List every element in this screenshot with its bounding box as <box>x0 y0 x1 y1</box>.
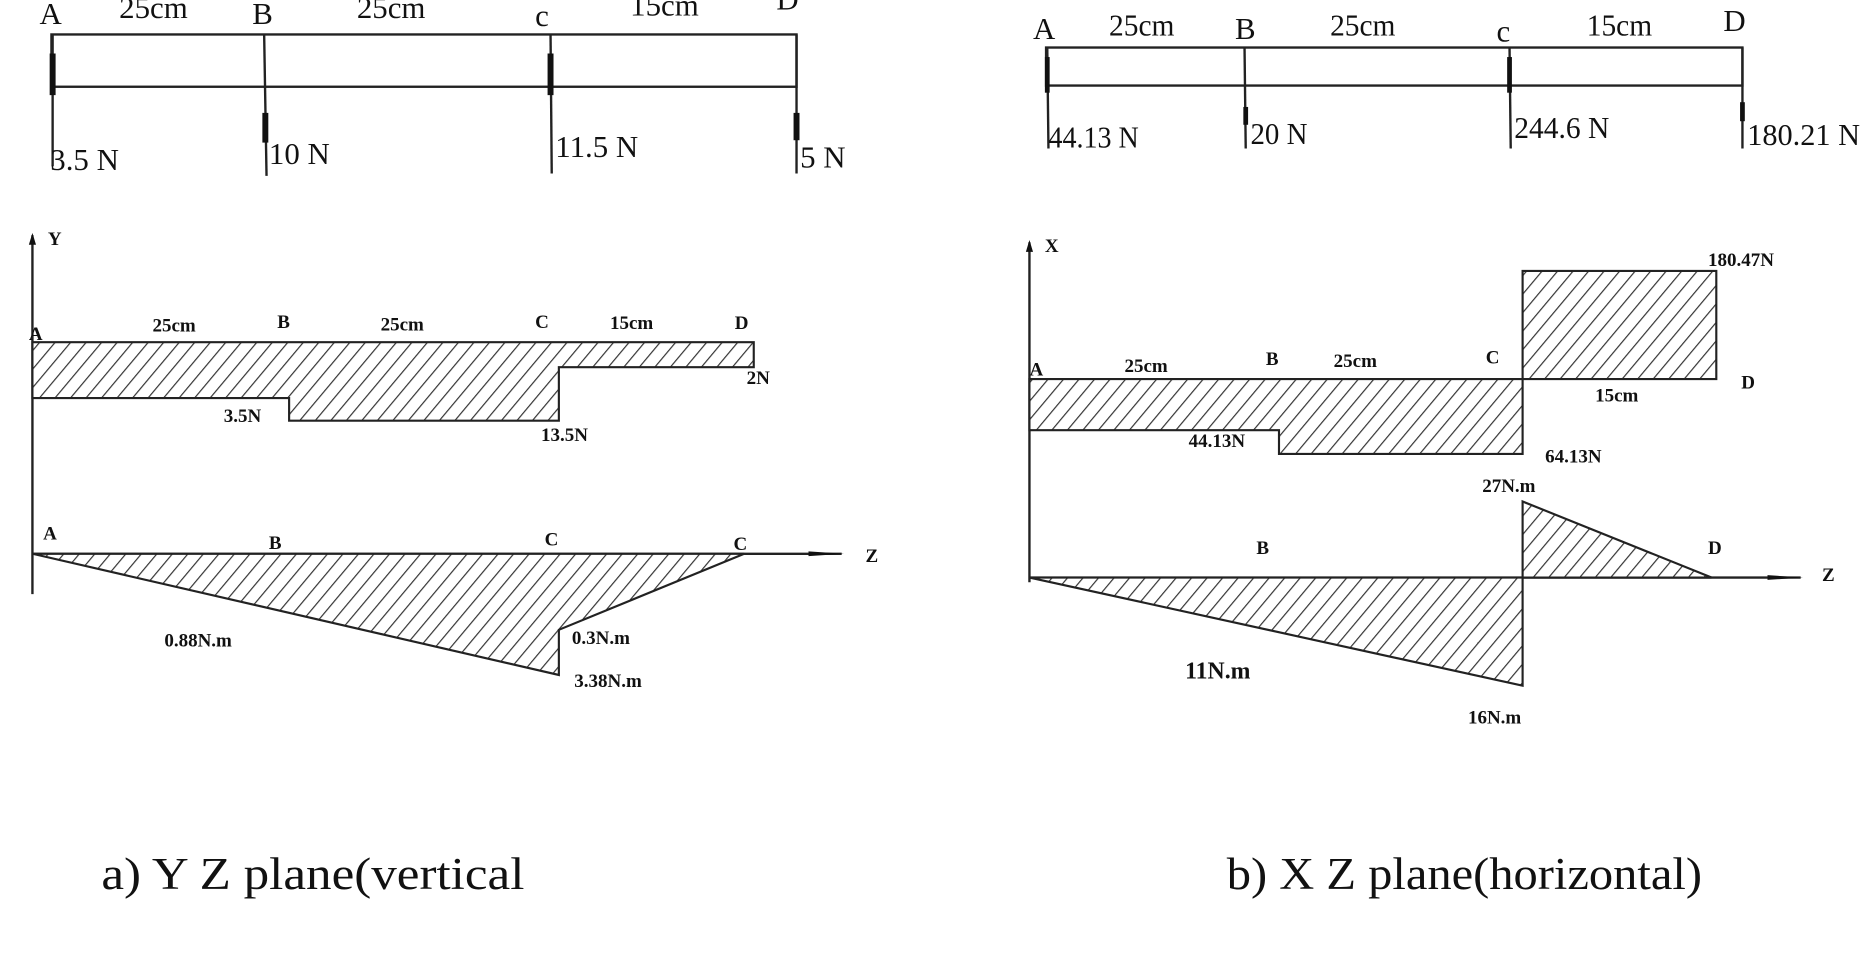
value-label: 64.13N <box>1545 446 1602 467</box>
beam-body <box>1044 46 1744 87</box>
point-label: C <box>1486 348 1500 369</box>
point-label: c <box>1496 14 1510 49</box>
value-label: 44.13N <box>1189 431 1246 452</box>
caption-b: b) X Z plane(horizontal) <box>1227 849 1702 899</box>
point-label: D <box>1708 538 1722 559</box>
force-label: 5 N <box>800 140 845 175</box>
caption-a: a) Y Z plane(vertical <box>101 849 524 899</box>
point-label: B <box>252 0 273 31</box>
moment-area-negative <box>1029 576 1524 687</box>
value-label: 3.5N <box>224 406 262 427</box>
left-shear-diagram: Y A B C D 25cm 25cm 15cm 3.5N 13.5N 2N <box>29 229 771 595</box>
moment-area-positive <box>1521 499 1712 579</box>
point-label: D <box>1723 3 1745 38</box>
point-label: c <box>535 0 549 33</box>
point-label: B <box>277 312 290 333</box>
left-moment-diagram: Z A B C C 0.88N.m 0.3N.m 3.38N.m <box>32 524 878 692</box>
value-label: 16N.m <box>1468 708 1521 729</box>
point-label: A <box>1033 11 1056 46</box>
span-label: 25cm <box>1125 356 1168 377</box>
force-label: 20 N <box>1250 116 1307 151</box>
point-label: D <box>776 0 798 17</box>
span-label: 25cm <box>152 316 195 337</box>
axis-label: Z <box>865 546 878 567</box>
span-label: 25cm <box>357 0 426 25</box>
force-label: 11.5 N <box>555 129 638 164</box>
force-label: 244.6 N <box>1514 110 1609 145</box>
left-beam: A B c D 25cm 25cm 15cm 3.5 N 10 N 11.5 N… <box>40 0 846 177</box>
force-label: 3.5 N <box>50 142 119 177</box>
force-label: 180.21 N <box>1747 117 1860 152</box>
span-label: 15cm <box>630 0 699 22</box>
axis-label: Y <box>48 229 62 250</box>
point-label: A <box>29 324 43 345</box>
span-label: 25cm <box>1330 8 1395 43</box>
value-label: 0.3N.m <box>572 628 630 649</box>
span-label: 15cm <box>1587 8 1652 43</box>
point-label: B <box>269 533 282 554</box>
value-label: 0.88N.m <box>164 630 232 651</box>
point-label: B <box>1266 349 1279 370</box>
value-label: 2N <box>747 368 771 389</box>
point-label: C <box>535 312 549 333</box>
point-label: C <box>545 529 559 550</box>
shear-area-positive <box>1521 269 1718 381</box>
point-label: A <box>1029 360 1043 381</box>
value-label: 13.5N <box>541 425 588 446</box>
point-label: D <box>1741 373 1755 394</box>
force-label: 10 N <box>269 136 330 171</box>
force-arrow <box>1243 47 1247 149</box>
span-label: 25cm <box>381 314 424 335</box>
span-label: 25cm <box>119 0 188 25</box>
point-label: C <box>734 534 748 555</box>
value-label: 27N.m <box>1482 476 1535 497</box>
right-moment-diagram: Z B D 27N.m 11N.m 16N.m <box>1029 476 1835 729</box>
right-shear-diagram: X A B C D 25cm 25cm 15cm 180.47N 44.13N … <box>1025 236 1774 583</box>
moment-area <box>32 552 745 677</box>
point-label: A <box>40 0 63 31</box>
axis-label: Z <box>1822 565 1835 586</box>
shear-area <box>31 341 755 422</box>
axis-label: X <box>1045 236 1059 257</box>
span-label: 15cm <box>1595 386 1638 407</box>
point-label: B <box>1256 538 1269 559</box>
span-label: 25cm <box>1109 8 1174 43</box>
point-label: D <box>735 313 749 334</box>
value-label: 180.47N <box>1708 250 1774 271</box>
right-beam: A B c D 25cm 25cm 15cm 44.13 N 20 N 244.… <box>1033 3 1860 154</box>
span-label: 15cm <box>610 313 653 334</box>
force-label: 44.13 N <box>1048 119 1138 154</box>
value-label: 3.38N.m <box>574 671 642 692</box>
shear-area-negative <box>1028 378 1524 456</box>
point-label: A <box>43 524 57 545</box>
beam-body <box>50 33 798 88</box>
value-label: 11N.m <box>1185 659 1251 685</box>
point-label: B <box>1235 11 1256 46</box>
force-arrow <box>262 34 268 176</box>
span-label: 25cm <box>1334 351 1377 372</box>
